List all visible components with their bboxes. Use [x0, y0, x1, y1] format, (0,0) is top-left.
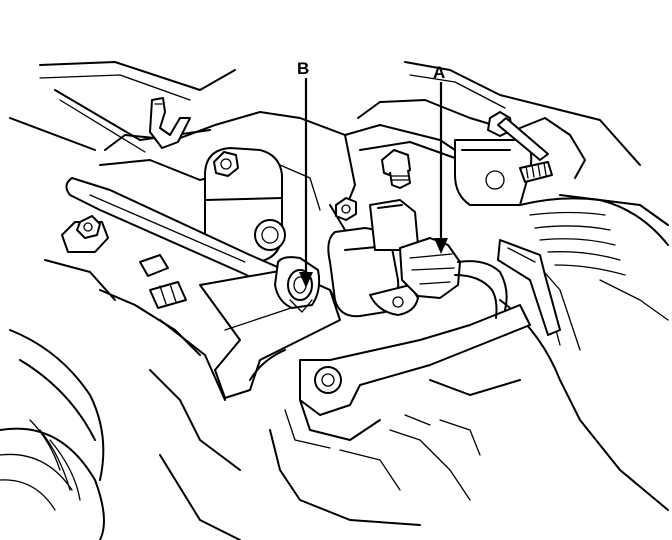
manifold-bolt-right: [381, 149, 411, 189]
callout-leader-a: [434, 82, 448, 254]
fitting-left-lower: [139, 254, 187, 309]
upper-left-rail: [9, 61, 236, 153]
engine-block-lower: [269, 379, 521, 526]
air-intake-duct: [499, 197, 669, 511]
mounting-bolt-left: [61, 215, 109, 253]
sensor-mount-bolt: [335, 197, 357, 221]
cross-bracket: [284, 304, 531, 449]
right-screw: [519, 161, 553, 183]
manifold-bolt-center: [213, 151, 239, 177]
callout-leader-b: [299, 78, 313, 288]
breather-pipe: [497, 239, 561, 336]
map-sensor: [327, 199, 419, 318]
lower-left-hoses: [9, 259, 241, 501]
runner-block: [204, 147, 286, 263]
throttle-bracket: [454, 111, 549, 206]
callout-label-b: B: [297, 59, 309, 78]
sensor-connector-a: [399, 237, 508, 319]
callout-label-a: A: [433, 63, 445, 82]
hose-clamp-top: [149, 97, 191, 149]
pulley-lower: [0, 427, 241, 540]
